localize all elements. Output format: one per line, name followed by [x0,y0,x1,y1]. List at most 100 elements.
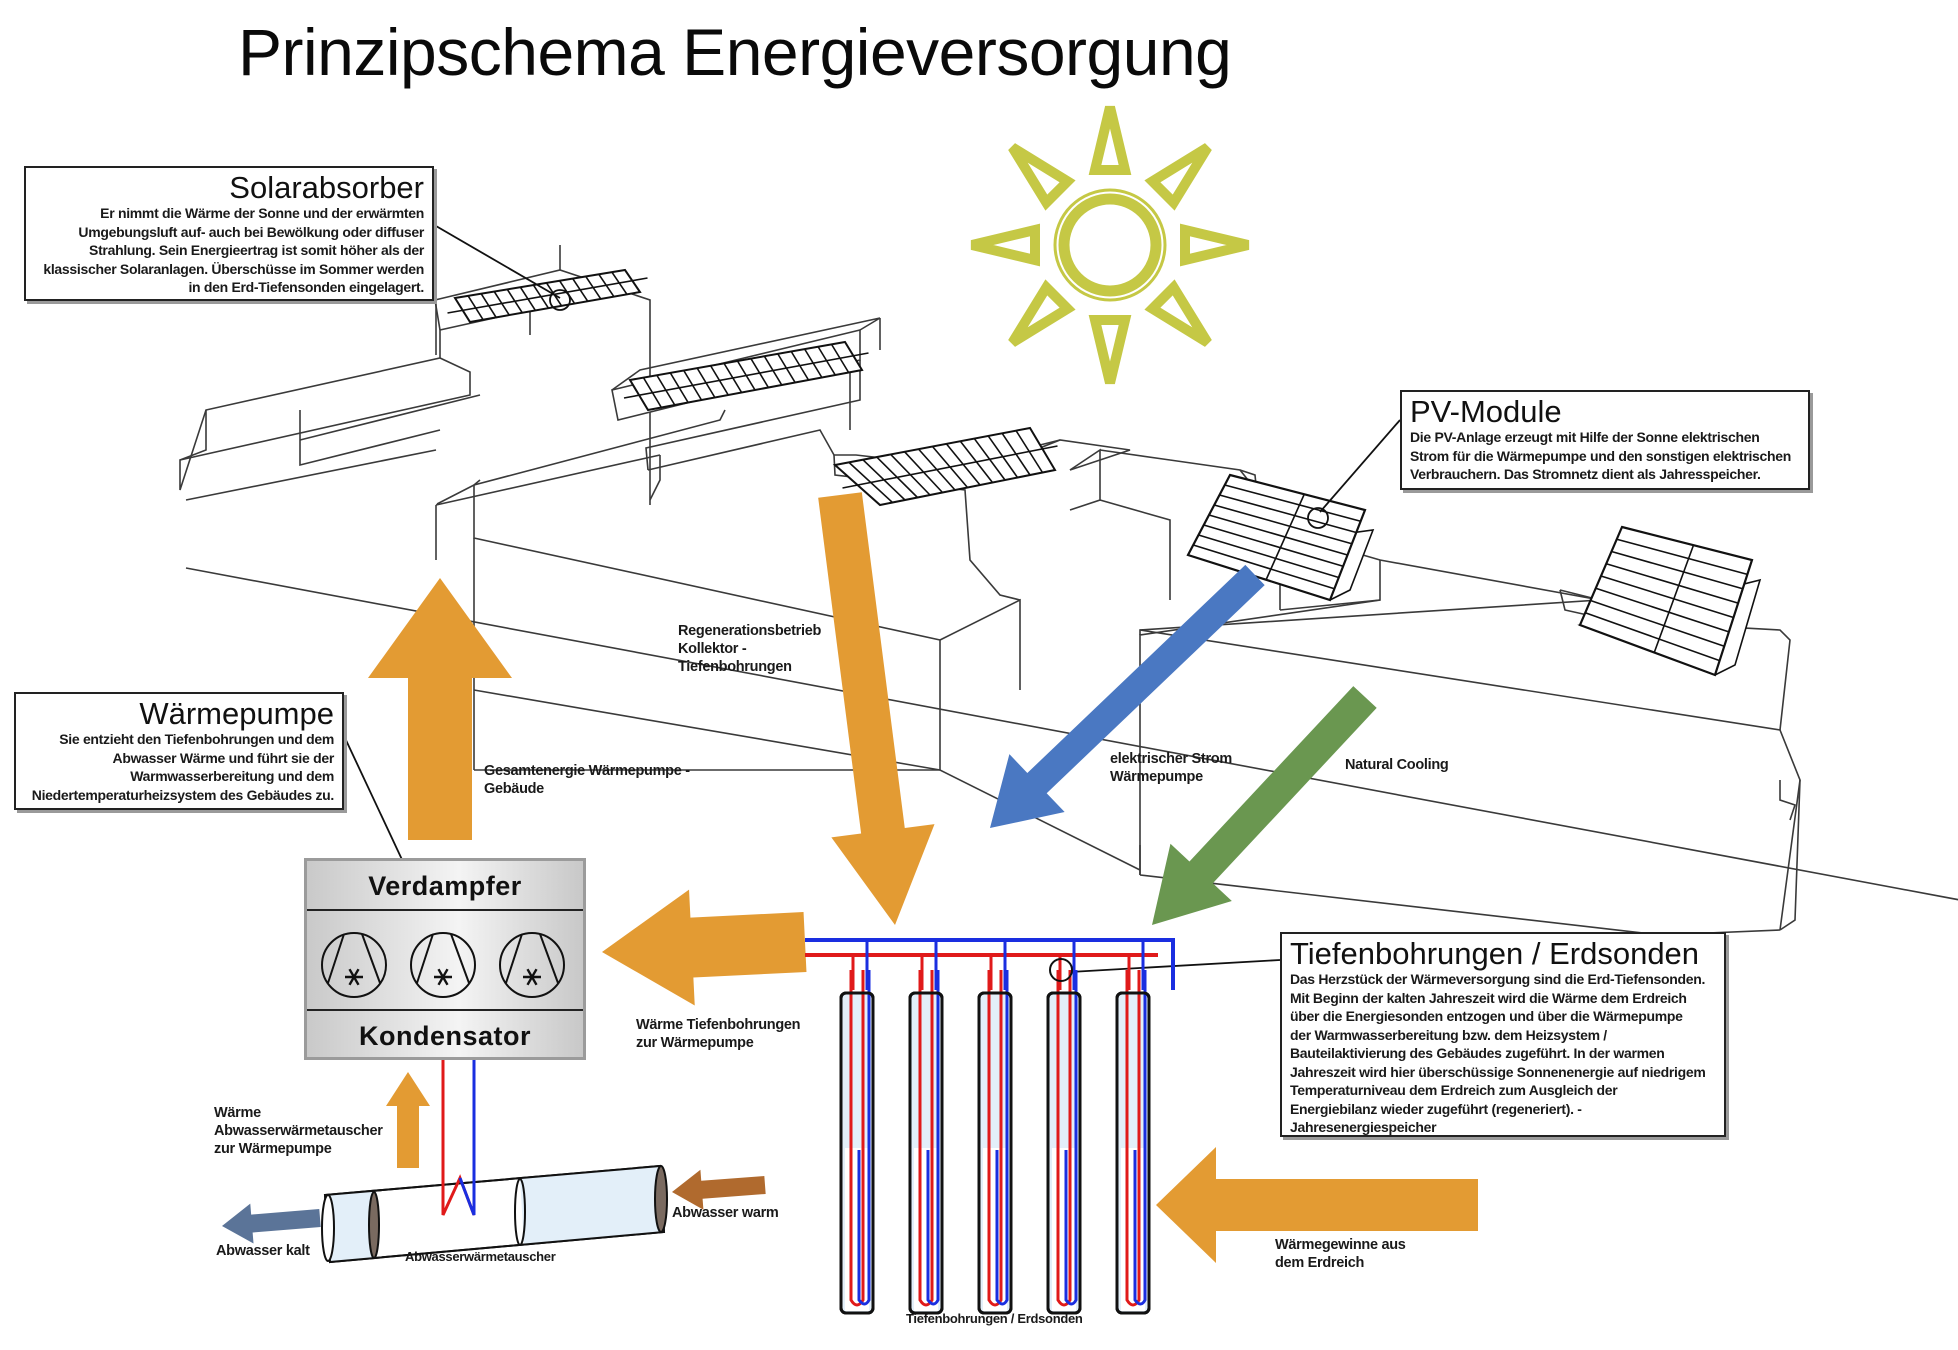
evaporator-label: Verdampfer [368,871,522,901]
probe-hot-loop [849,970,865,1307]
probe-outline [1115,991,1151,1315]
label-total-energy: Gesamtenergie Wärmepumpe - Gebäude [484,763,690,797]
arrow-natural-cooling [1152,686,1377,925]
sun-ray [1144,143,1212,211]
pv-cell-col [1653,544,1695,653]
leader-marker-tiefenbohrungen [1049,958,1073,982]
info-box-tiefenbohrungen: Tiefenbohrungen / Erdsonden Das Herzstüc… [1280,932,1726,1137]
absorber-header [842,445,1058,489]
hx-warm-section [520,1166,664,1245]
label-probes-caption: Tiefenbohrungen / Erdsonden [906,1311,1083,1326]
probe-cold-loop [857,970,871,1306]
info-box-text: Das Herzstück der Wärmeversorgung sind d… [1290,971,1706,1135]
probe-outline [977,991,1013,1315]
compressor-row [321,932,565,998]
pv-cell-row [1224,484,1361,523]
probe-hot-loop [987,970,1003,1307]
label-heat-exchanger-to-hp: Wärme Abwasserwärmetauscher zur Wärmepum… [214,1105,383,1157]
solar-absorber-grid [447,268,648,324]
label-regeneration: Regenerationsbetrieb Kollektor - Tiefenb… [678,623,822,675]
compressor-icon [499,932,565,998]
probe-hot-loop [1056,970,1072,1307]
compressor-circle [499,932,565,998]
pv-cell-row [1595,587,1730,633]
sun-ring [1053,188,1167,302]
borehole-probe [1046,940,1082,1315]
sun-ray [1008,279,1076,347]
borehole-probe [839,940,875,1315]
pv-cell-row [1208,514,1348,556]
info-box-heading: PV-Module [1410,394,1562,429]
compressor-circle [321,932,387,998]
sun-core [1058,193,1162,297]
borehole-probe [908,940,944,1315]
info-box-heading: Wärmepumpe [139,696,334,731]
probe-hot-loop [918,970,934,1307]
pv-cell-row [1193,544,1335,590]
heat-pump-unit: Verdampfer Kondensator [304,858,586,1060]
info-box-text: Er nimmt die Wärme der Sonne und der erw… [43,205,424,295]
sun-ray [1008,143,1076,211]
hx-inner-ring [514,1178,526,1246]
pv-panels [1186,473,1762,677]
borehole-probe-field [805,938,1175,1315]
condenser-label: Kondensator [358,1021,531,1051]
info-box-heading: Tiefenbohrungen / Erdsonden [1290,936,1700,971]
label-wastewater-cold: Abwasser kalt [216,1243,310,1259]
pv-cell-row [1616,538,1748,576]
leader-line-pv [1319,419,1401,513]
probe-cold-loop [1133,970,1147,1306]
compressor-line [505,933,523,984]
arrow-wastewater-cold [222,1203,321,1244]
sun-ray [1088,315,1132,385]
pv-cell-row [1203,524,1344,568]
probe-hot-loop [1125,970,1141,1307]
arrow-regeneration-down [818,492,935,925]
hx-end-cap [654,1165,668,1233]
probe-lower [1052,1148,1076,1311]
probe-cold-loop [1064,970,1078,1306]
cold-supply-pipe [805,938,1175,990]
leader-line-waermepumpe [344,737,406,867]
compressor-circle [410,932,476,998]
info-box-solarabsorber: Solarabsorber Er nimmt die Wärme der Son… [24,166,434,301]
borehole-probe [977,940,1013,1315]
info-box-pv-module: PV-Module Die PV-Anlage erzeugt mit Hilf… [1400,390,1810,490]
label-wastewater-warm: Abwasser warm [672,1205,779,1221]
absorber-header [447,277,648,314]
pv-cell-row [1590,599,1725,648]
pv-cell-row [1606,562,1739,604]
compressor-line [327,933,345,984]
leader-marker-pv [1307,507,1329,529]
asterisk-stroke [348,968,360,986]
info-box-heading: Solarabsorber [229,170,424,205]
info-box-text: Sie entzieht den Tiefenbohrungen und dem… [31,731,335,803]
arrow-wastewater-warm [672,1169,766,1210]
pv-frame [1186,473,1367,602]
probe-lower [1121,1148,1145,1311]
hx-end-cap [321,1194,335,1262]
pv-panel [1577,525,1762,677]
compressor-line [450,933,470,984]
probe-outline [839,991,875,1315]
pv-cell-row [1611,550,1743,590]
probe-cold-loop [926,970,940,1306]
label-ground-gains: Wärmegewinne aus dem Erdreich [1275,1237,1406,1271]
pv-cell-row [1198,534,1339,579]
probe-outline [1046,991,1082,1315]
probe-lower [845,1148,869,1311]
pv-panel [1186,473,1375,602]
label-heat-boreholes: Wärme Tiefenbohrungen zur Wärmepumpe [636,1017,801,1051]
solar-absorber-grid [623,340,869,412]
hx-cold-section [325,1191,376,1262]
arrow-ground-gains [1156,1147,1478,1263]
label-natural-cooling: Natural Cooling [1345,757,1449,773]
probe-lower [983,1148,1007,1311]
label-heat-exchanger: Abwasserwärmetauscher [405,1249,556,1264]
solar-absorber-grid [832,426,1058,507]
borehole-probe [1115,940,1151,1315]
pv-cell-row [1584,611,1720,662]
hx-inner-ring [368,1191,380,1259]
info-box-text: Die PV-Anlage erzeugt mit Hilfe der Sonn… [1410,429,1792,482]
compressor-icon [321,932,387,998]
